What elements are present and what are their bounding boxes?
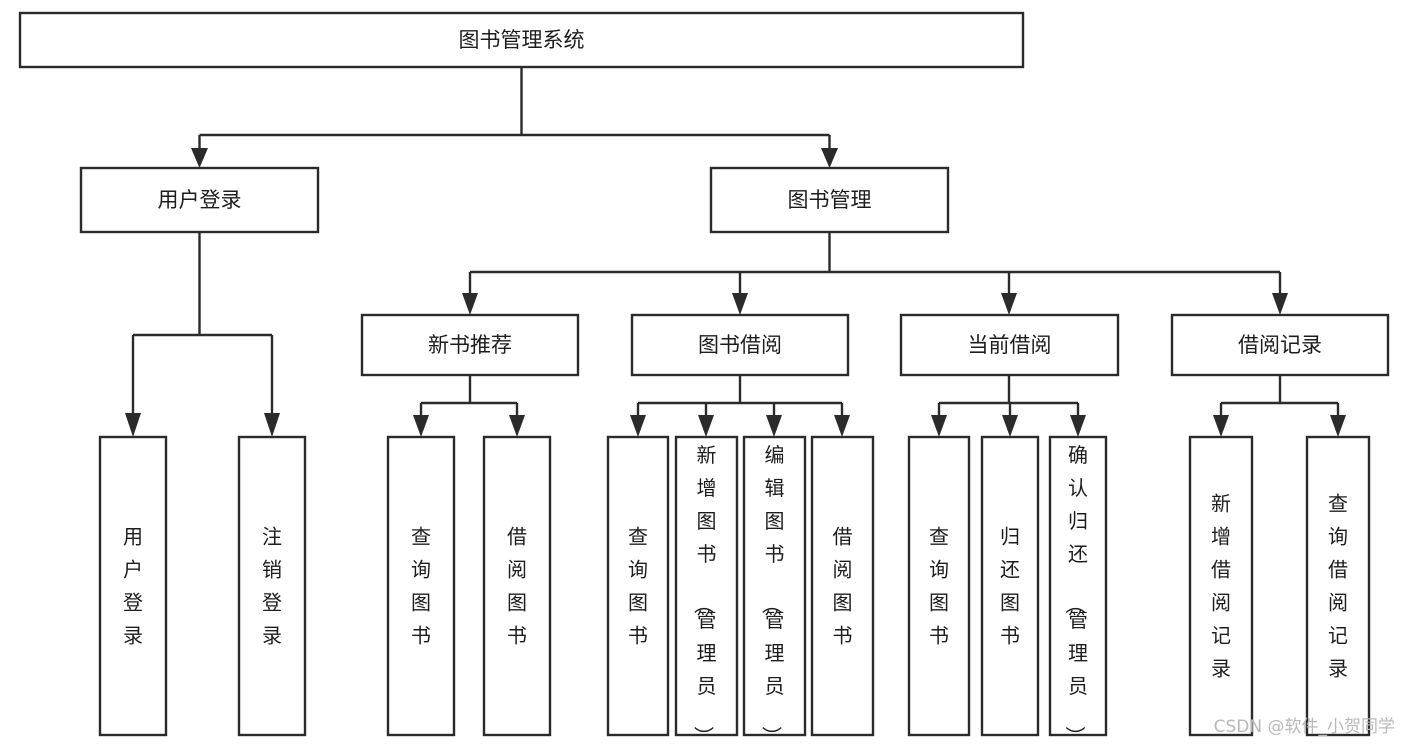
node-book-borrow-label: 图书借阅 <box>698 333 782 357</box>
leaf-node-label: 借阅图书 <box>833 525 853 648</box>
leaf-node-query-book-2[interactable]: 查询图书 <box>606 435 670 737</box>
leaf-node-logout-login[interactable]: 注销登录 <box>237 435 307 737</box>
leaf-node-label: 查询图书 <box>929 525 949 648</box>
arrowhead-leaf-user-login <box>125 413 141 437</box>
leaf-node-box[interactable] <box>1188 435 1254 737</box>
arrowhead-leaf-logout-login <box>264 413 280 437</box>
leaf-node-label: 编辑图书（管理员） <box>760 443 785 746</box>
leaf-node-borrow-book-1[interactable]: 借阅图书 <box>482 435 552 737</box>
leaf-node-label: 借阅图书 <box>507 525 527 648</box>
arrowhead-leaf-query-book-1 <box>413 415 429 437</box>
node-borrow-record-box[interactable] <box>1170 313 1390 377</box>
leaf-node-box[interactable] <box>742 435 807 737</box>
leaf-node-edit-book-admin[interactable]: 编辑图书（管理员） <box>742 435 807 746</box>
connector-group-root-to-level2 <box>191 67 838 168</box>
leaf-node-box[interactable] <box>386 435 456 737</box>
leaf-node-box[interactable] <box>606 435 670 737</box>
node-current-borrow[interactable]: 当前借阅 <box>899 313 1120 377</box>
arrowhead-new-book-recommend <box>462 293 478 315</box>
connector-group-book-borrow-to-leaves <box>630 375 850 437</box>
leaf-node-label: 新增借阅记录 <box>1211 492 1231 681</box>
leaf-node-box[interactable] <box>98 435 168 737</box>
connector-group-new-book-recommend-to-leaves <box>413 375 525 437</box>
leaf-node-box[interactable] <box>810 435 875 737</box>
node-user-login[interactable]: 用户登录 <box>79 166 320 234</box>
connector-group-book-manage-to-level3 <box>462 232 1288 315</box>
leaf-node-label: 注销登录 <box>262 525 282 648</box>
node-current-borrow-box[interactable] <box>899 313 1120 377</box>
node-user-login-box[interactable] <box>79 166 320 234</box>
node-current-borrow-label: 当前借阅 <box>968 333 1052 357</box>
arrowhead-leaf-confirm-return-admin <box>1070 415 1086 437</box>
leaf-node-user-login[interactable]: 用户登录 <box>98 435 168 737</box>
leaf-node-confirm-return-admin[interactable]: 确认归还（管理员） <box>1048 435 1108 746</box>
arrowhead-leaf-add-book-admin <box>698 415 714 437</box>
node-root-label: 图书管理系统 <box>459 28 585 52</box>
node-book-borrow-box[interactable] <box>630 313 850 377</box>
arrowhead-borrow-record <box>1272 293 1288 315</box>
leaf-node-label: 查询图书 <box>628 525 648 648</box>
node-book-borrow[interactable]: 图书借阅 <box>630 313 850 377</box>
leaf-node-query-borrow-record[interactable]: 查询借阅记录 <box>1305 435 1371 737</box>
node-new-book-recommend-box[interactable] <box>360 313 580 377</box>
node-root-box[interactable] <box>18 11 1025 69</box>
leaf-node-query-book-1[interactable]: 查询图书 <box>386 435 456 737</box>
node-borrow-record[interactable]: 借阅记录 <box>1170 313 1390 377</box>
arrowhead-leaf-return-book <box>1002 415 1018 437</box>
leaf-node-label: 确认归还（管理员） <box>1063 443 1088 746</box>
arrowhead-leaf-borrow-book-1 <box>509 415 525 437</box>
leaf-node-box[interactable] <box>1305 435 1371 737</box>
node-new-book-recommend-label: 新书推荐 <box>428 333 512 357</box>
arrowhead-user-login <box>191 148 208 168</box>
arrowhead-leaf-query-book-2 <box>630 415 646 437</box>
leaf-node-return-book[interactable]: 归还图书 <box>980 435 1040 737</box>
arrowhead-leaf-add-borrow-record <box>1213 415 1229 437</box>
node-book-manage[interactable]: 图书管理 <box>709 166 950 234</box>
connector-group-borrow-record-to-leaves <box>1213 375 1346 437</box>
arrowhead-book-manage <box>821 148 838 168</box>
node-book-manage-label: 图书管理 <box>788 188 872 212</box>
node-root[interactable]: 图书管理系统 <box>18 11 1025 69</box>
leaf-node-box[interactable] <box>482 435 552 737</box>
leaf-node-add-borrow-record[interactable]: 新增借阅记录 <box>1188 435 1254 737</box>
arrowhead-leaf-borrow-book-2 <box>834 415 850 437</box>
node-book-manage-box[interactable] <box>709 166 950 234</box>
leaf-node-label: 查询借阅记录 <box>1328 492 1348 681</box>
leaf-node-box[interactable] <box>980 435 1040 737</box>
connector-group-current-borrow-to-leaves <box>931 375 1086 437</box>
arrowhead-leaf-query-book-3 <box>931 415 947 437</box>
csdn-watermark: CSDN @软件_小贺同学 <box>1214 717 1395 737</box>
node-borrow-record-label: 借阅记录 <box>1238 333 1322 357</box>
leaf-node-label: 查询图书 <box>411 525 431 648</box>
leaf-node-box[interactable] <box>1048 435 1108 737</box>
leaf-node-box[interactable] <box>674 435 739 737</box>
connector-group-user-login-to-leaves <box>125 232 280 437</box>
node-user-login-label: 用户登录 <box>158 188 242 212</box>
arrowhead-leaf-edit-book-admin <box>766 415 782 437</box>
leaf-node-borrow-book-2[interactable]: 借阅图书 <box>810 435 875 737</box>
leaf-node-layer: 用户登录 注销登录 查询图书 借阅图书 查询图书 新增图书（管理员） 编辑图书（管理员） 借阅… <box>98 435 1371 746</box>
arrowhead-current-borrow <box>1001 293 1017 315</box>
leaf-node-label: 新增图书（管理员） <box>692 443 717 746</box>
arrowhead-book-borrow <box>732 293 748 315</box>
leaf-node-label: 用户登录 <box>123 525 143 648</box>
leaf-node-box[interactable] <box>237 435 307 737</box>
leaf-node-query-book-3[interactable]: 查询图书 <box>907 435 971 737</box>
leaf-node-box[interactable] <box>907 435 971 737</box>
leaf-node-label: 归还图书 <box>1000 525 1020 648</box>
leaf-node-add-book-admin[interactable]: 新增图书（管理员） <box>674 435 739 746</box>
node-new-book-recommend[interactable]: 新书推荐 <box>360 313 580 377</box>
arrowhead-leaf-query-borrow-record <box>1330 415 1346 437</box>
